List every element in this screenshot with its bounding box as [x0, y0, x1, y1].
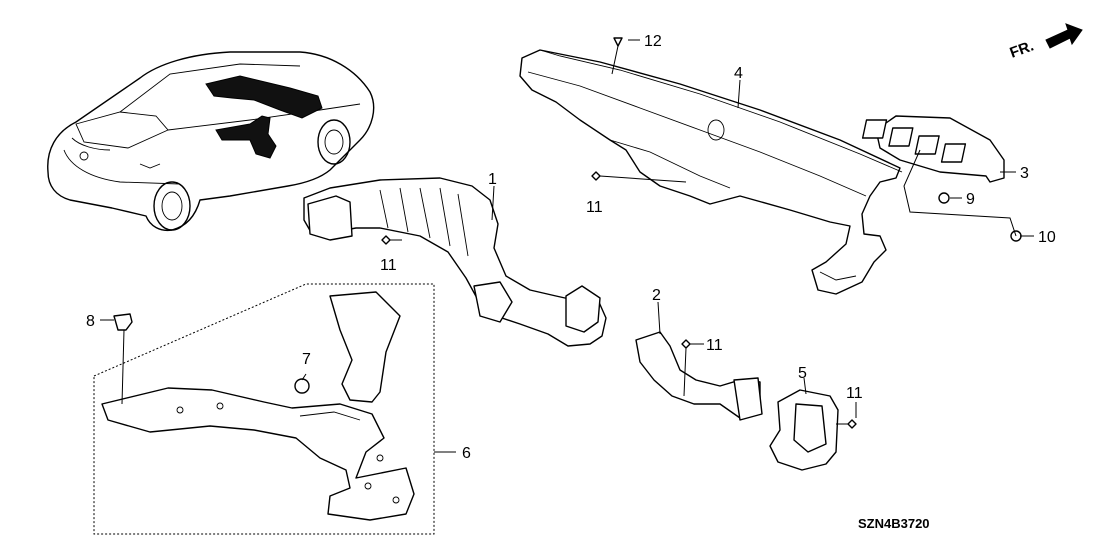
- part-2-side-duct: [635, 331, 763, 421]
- vehicle-illustration: [47, 51, 375, 232]
- part-1-center-duct: [303, 177, 607, 347]
- callout-5: 5: [798, 365, 807, 382]
- callout-11-part2: 11: [706, 337, 723, 354]
- front-label: FR.: [1008, 38, 1037, 62]
- part-5-bracket: [769, 389, 839, 471]
- callout-12: 12: [644, 33, 662, 50]
- callout-3: 3: [1020, 165, 1029, 182]
- part-code: SZN4B3720: [858, 516, 930, 531]
- callout-8: 8: [86, 313, 95, 330]
- part-6-assembly-box: [93, 283, 435, 535]
- callout-11-part5: 11: [846, 385, 863, 402]
- callout-11-part1: 11: [380, 257, 397, 274]
- callout-11-part4: 11: [586, 199, 603, 216]
- callout-7: 7: [302, 351, 311, 368]
- callout-10: 10: [1038, 229, 1056, 246]
- leader-lines: [100, 39, 1034, 453]
- callout-6: 6: [462, 445, 471, 462]
- part-3-vent-grille: [861, 115, 1005, 183]
- callout-1: 1: [488, 171, 497, 188]
- callout-9: 9: [966, 191, 975, 208]
- part-4-rear-duct: [519, 49, 903, 295]
- fasteners: [113, 37, 1022, 429]
- front-direction-indicator: FR.: [1008, 23, 1083, 62]
- callout-labels: 1 2 3 4 5 6 7 8 9 10 11 11 11 11 12: [86, 33, 1056, 462]
- callout-4: 4: [734, 65, 743, 82]
- callout-2: 2: [652, 287, 661, 304]
